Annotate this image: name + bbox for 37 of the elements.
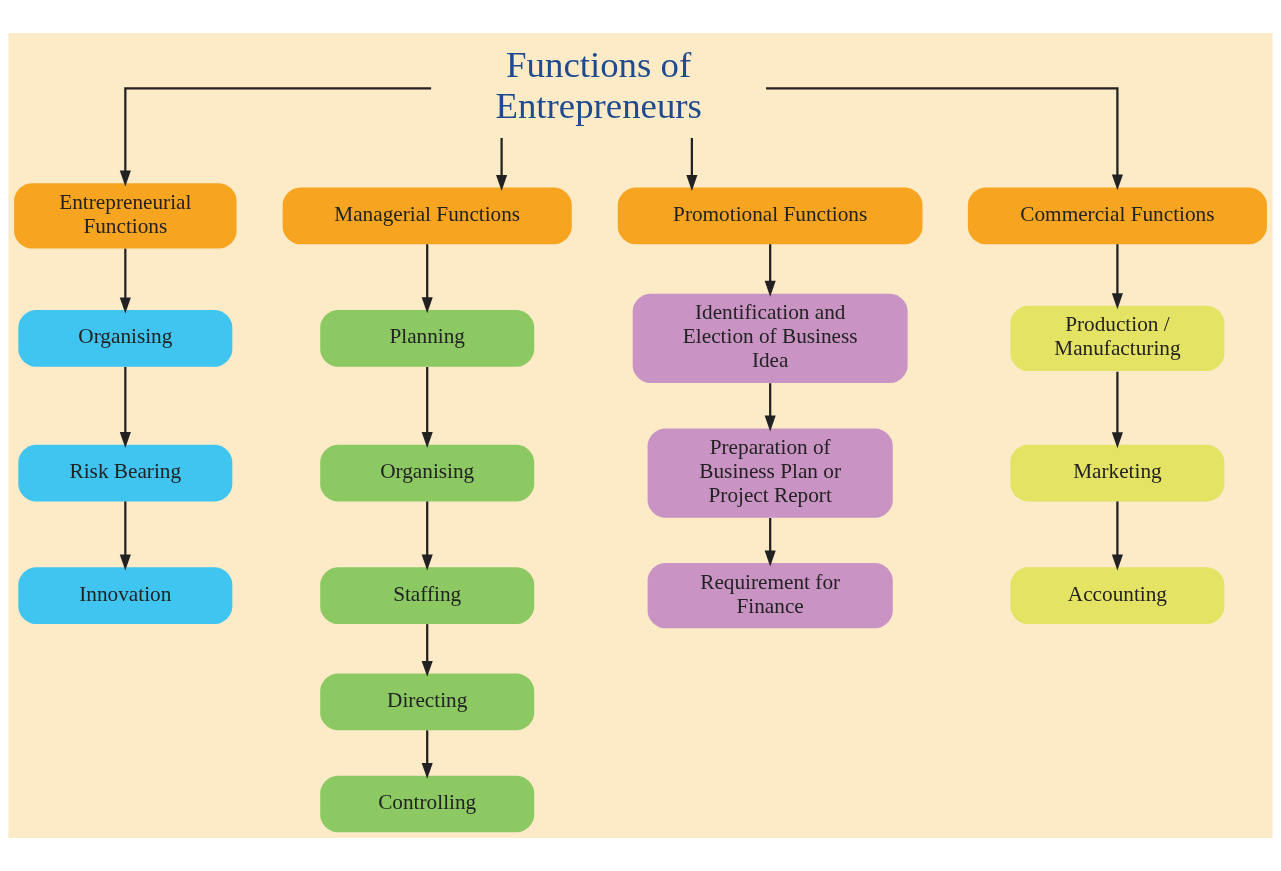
arrow <box>421 730 433 779</box>
node-box: Commercial Functions <box>967 187 1267 245</box>
node-box: Directing <box>320 673 535 731</box>
node-box: Accounting <box>1010 567 1225 624</box>
node-box: Requirement for Finance <box>647 563 893 629</box>
arrow <box>764 383 776 432</box>
node-box: Organising <box>18 310 233 367</box>
node-box: Managerial Functions <box>282 187 572 245</box>
node-box: Controlling <box>320 775 535 833</box>
node-box: Production / Manufacturing <box>1010 305 1225 371</box>
node-text: Functions of Entrepreneurs <box>495 43 702 126</box>
arrow <box>421 501 433 571</box>
arrow <box>1111 501 1123 571</box>
node-box: Risk Bearing <box>18 444 233 502</box>
arrow <box>421 367 433 448</box>
arrow <box>1111 244 1123 310</box>
arrow <box>1111 371 1123 449</box>
arrow <box>119 248 131 314</box>
arrow <box>421 624 433 677</box>
arrow <box>764 244 776 297</box>
arrow <box>119 501 131 571</box>
arrow <box>686 137 698 191</box>
arrow <box>421 244 433 314</box>
arrow <box>764 518 776 567</box>
node-box: Identification and Election of Business Idea <box>632 293 908 384</box>
node-box: Staffing <box>320 567 535 624</box>
node-box: Preparation of Business Plan or Project Report <box>647 428 893 518</box>
arrow <box>496 137 508 191</box>
arrow <box>119 87 432 187</box>
node-box: Promotional Functions <box>617 187 923 245</box>
node-box: Innovation <box>18 567 233 624</box>
node-box: Marketing <box>1010 444 1225 502</box>
node-box: Entrepreneurial Functions <box>14 183 237 249</box>
arrow <box>766 87 1123 191</box>
node-box: Organising <box>320 444 535 502</box>
arrow <box>119 367 131 448</box>
node-box: Planning <box>320 310 535 367</box>
